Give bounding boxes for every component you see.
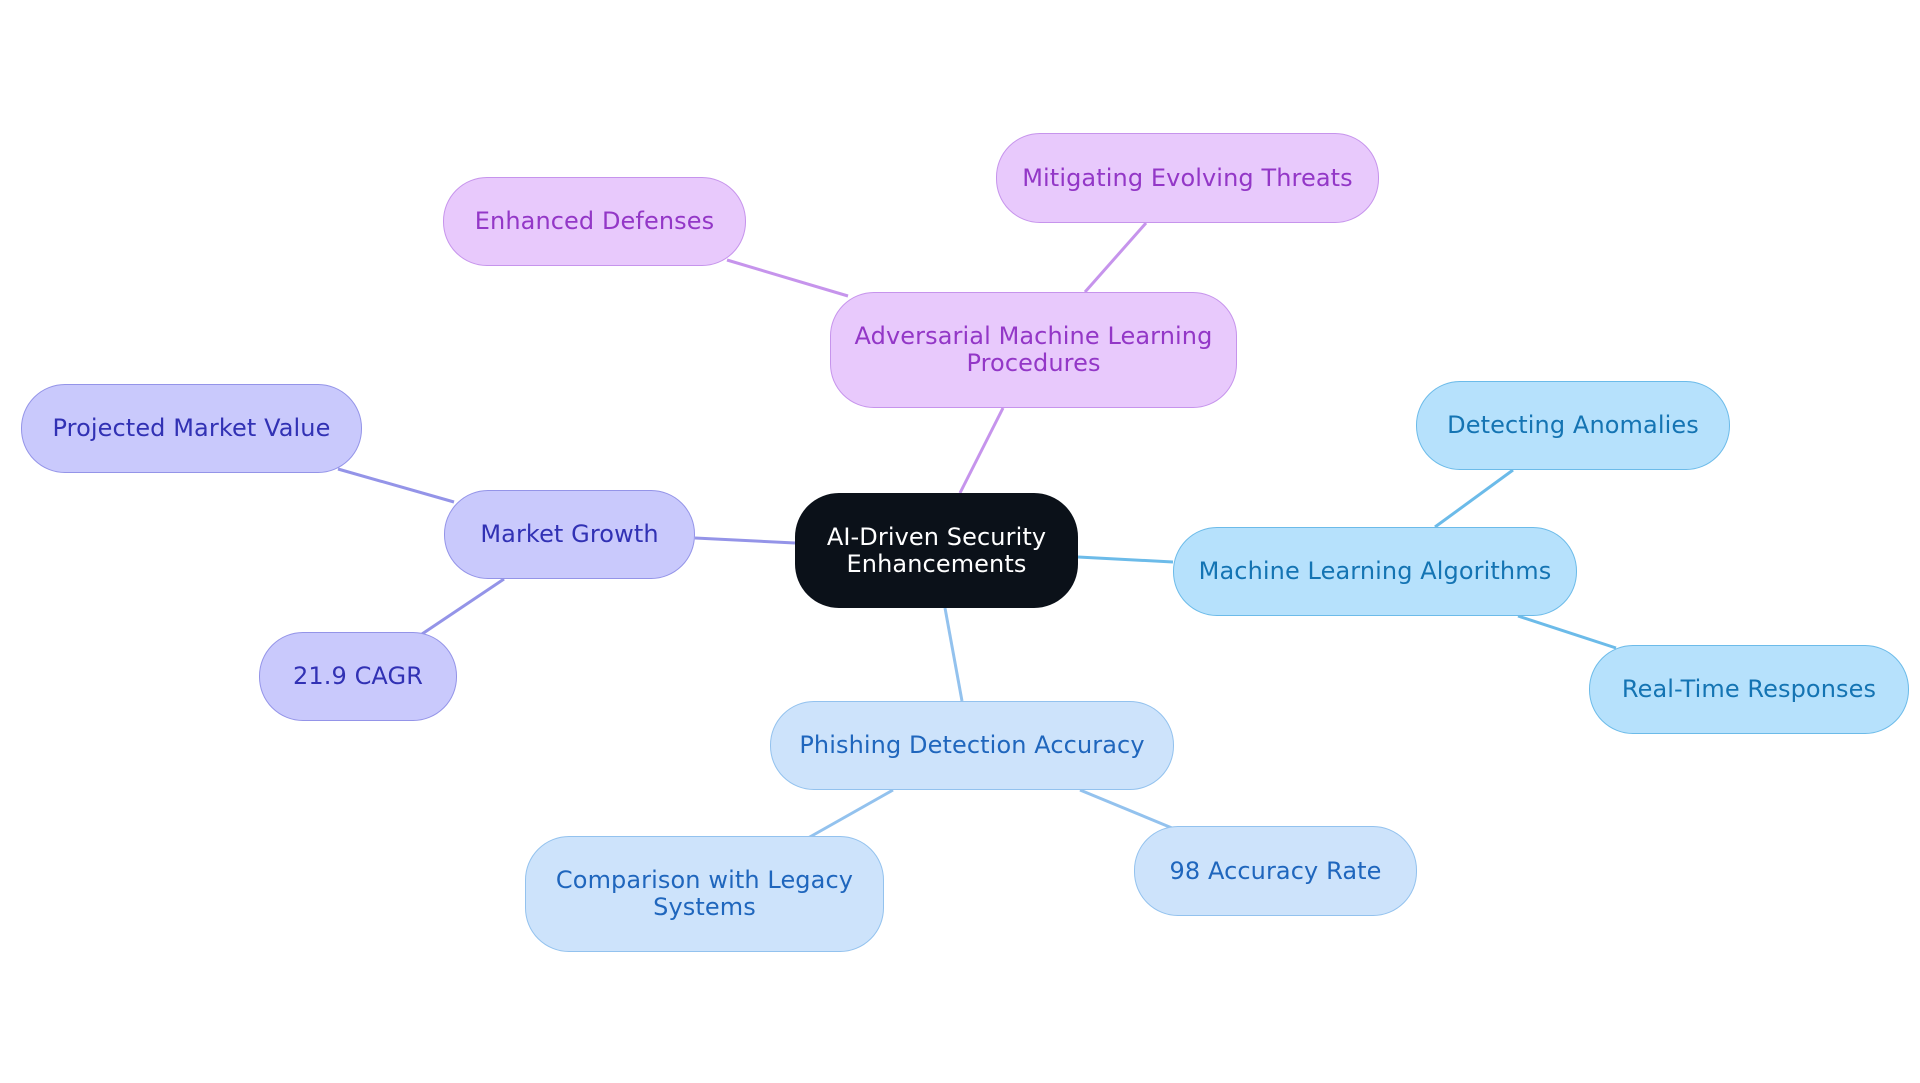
leaf-node-mitigating-threats[interactable]: Mitigating Evolving Threats <box>996 133 1379 223</box>
leaf-node-enhanced-defenses-label: Enhanced Defenses <box>474 207 715 235</box>
edge-root-adversarial <box>958 407 1005 494</box>
leaf-node-projected-market-value-label: Projected Market Value <box>52 414 331 442</box>
edge-adversarial-mitigating <box>1083 222 1148 293</box>
edge-phishing-legacy <box>807 788 894 840</box>
leaf-node-projected-market-value[interactable]: Projected Market Value <box>21 384 362 473</box>
branch-node-adversarial-ml[interactable]: Adversarial Machine Learning Procedures <box>830 292 1237 408</box>
edge-market-cagr <box>421 577 505 636</box>
leaf-node-mitigating-threats-label: Mitigating Evolving Threats <box>1022 163 1353 192</box>
leaf-node-enhanced-defenses[interactable]: Enhanced Defenses <box>443 177 746 266</box>
branch-node-ml-algorithms[interactable]: Machine Learning Algorithms <box>1173 527 1577 616</box>
edge-root-market <box>694 536 796 545</box>
edge-root-mla <box>1077 555 1174 564</box>
leaf-node-real-time-responses[interactable]: Real-Time Responses <box>1589 645 1909 734</box>
branch-node-adversarial-ml-label: Adversarial Machine Learning Procedures <box>854 322 1213 377</box>
branch-node-phishing-detection[interactable]: Phishing Detection Accuracy <box>770 701 1174 790</box>
leaf-node-real-time-responses-label: Real-Time Responses <box>1621 675 1877 703</box>
edge-mla-realtime <box>1517 614 1617 650</box>
leaf-node-accuracy-rate-label: 98 Accuracy Rate <box>1169 856 1382 885</box>
root-node[interactable]: AI-Driven Security Enhancements <box>795 493 1078 608</box>
root-node-label: AI-Driven Security Enhancements <box>826 522 1047 578</box>
edge-mla-anomalies <box>1434 468 1514 529</box>
leaf-node-legacy-comparison-label: Comparison with Legacy Systems <box>555 866 854 921</box>
branch-node-phishing-detection-label: Phishing Detection Accuracy <box>799 731 1145 759</box>
branch-node-market-growth-label: Market Growth <box>480 520 659 548</box>
branch-node-market-growth[interactable]: Market Growth <box>444 490 695 579</box>
edge-phishing-accuracy <box>1079 788 1173 830</box>
leaf-node-detecting-anomalies[interactable]: Detecting Anomalies <box>1416 381 1730 470</box>
edge-root-phishing <box>943 607 964 702</box>
leaf-node-cagr[interactable]: 21.9 CAGR <box>259 632 457 721</box>
leaf-node-accuracy-rate[interactable]: 98 Accuracy Rate <box>1134 826 1417 916</box>
branch-node-ml-algorithms-label: Machine Learning Algorithms <box>1198 557 1552 585</box>
edge-adversarial-enhanced <box>726 258 849 298</box>
leaf-node-cagr-label: 21.9 CAGR <box>293 662 423 690</box>
edge-market-projected <box>337 467 455 504</box>
leaf-node-detecting-anomalies-label: Detecting Anomalies <box>1447 411 1699 439</box>
leaf-node-legacy-comparison[interactable]: Comparison with Legacy Systems <box>525 836 884 952</box>
